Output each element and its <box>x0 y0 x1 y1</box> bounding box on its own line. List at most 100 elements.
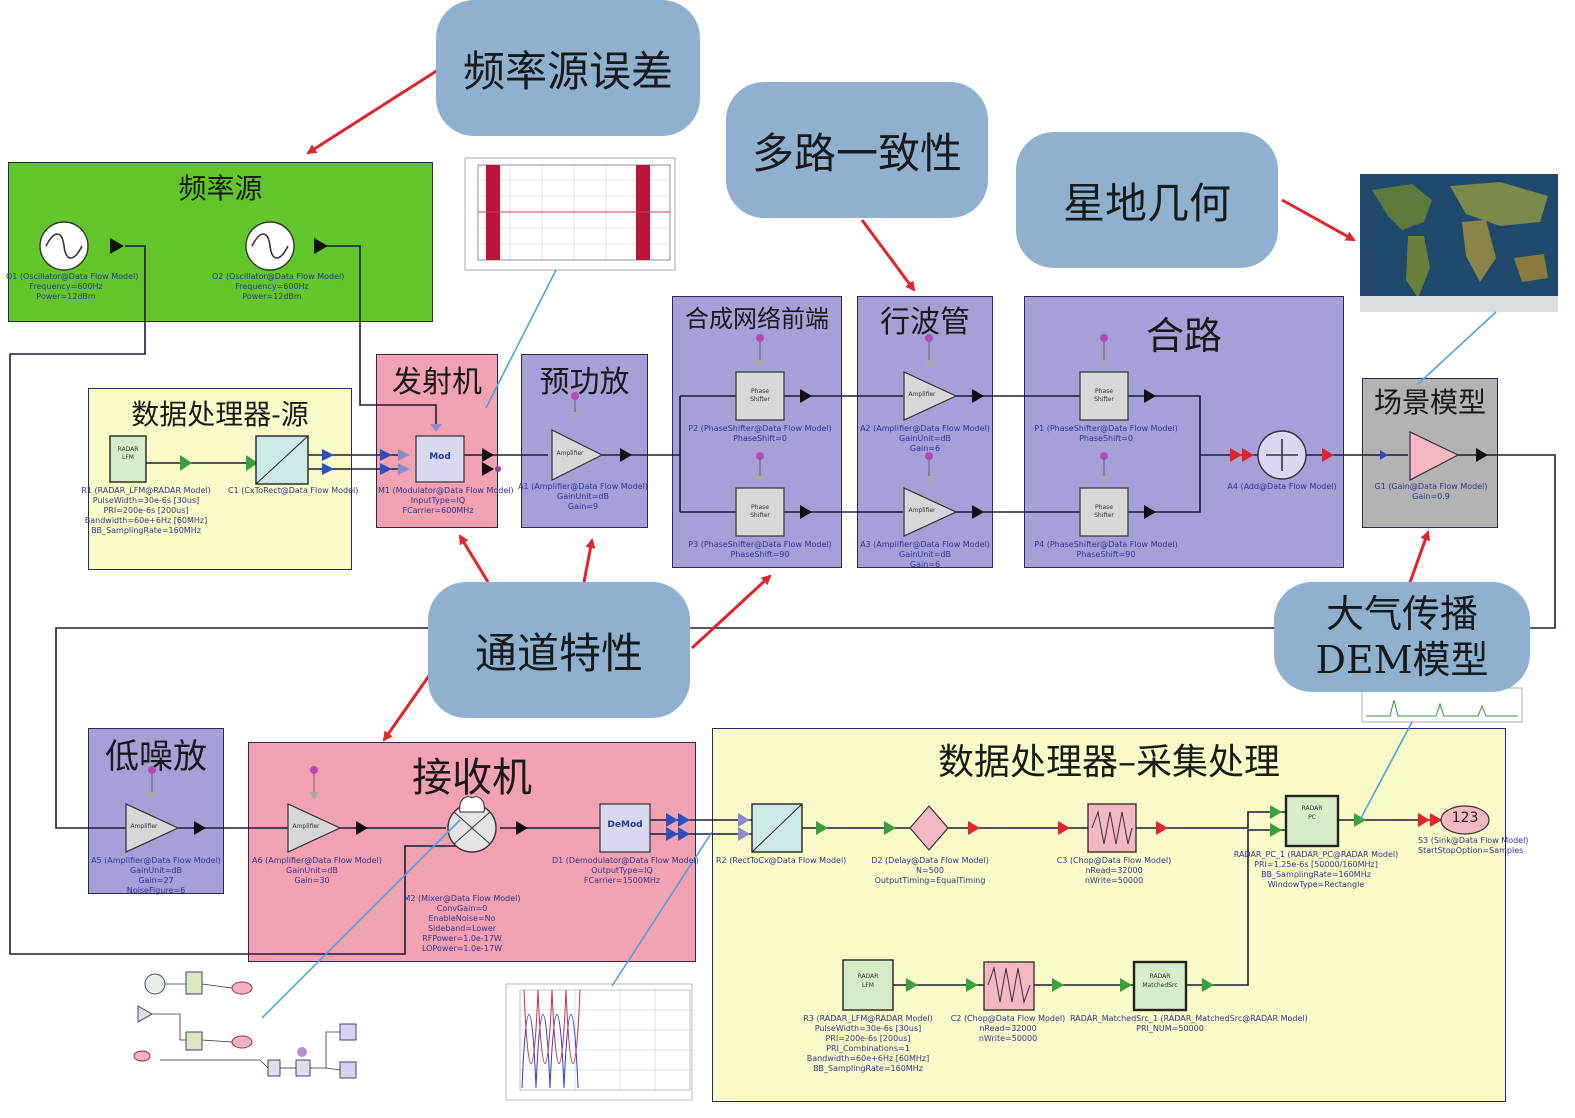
matched-src-icon[interactable] <box>1132 960 1214 1012</box>
ps-label: Phase Shifter <box>750 388 770 403</box>
param-line: PhaseShift=90 <box>730 550 790 559</box>
block-title: 发射机 <box>392 365 482 400</box>
param-line: M2 (Mixer@Data Flow Model) <box>403 894 521 903</box>
adder-icon[interactable] <box>1230 430 1334 480</box>
delay-icon[interactable] <box>884 805 980 851</box>
param-line: R1 (RADAR_LFM@RADAR Model) <box>81 486 211 495</box>
block-title: 合路 <box>1145 314 1222 358</box>
radar-lfm-icon[interactable] <box>842 959 978 1011</box>
param-line: RFPower=1.0e-17W <box>422 934 502 943</box>
amp-label: Amplifier <box>130 823 158 830</box>
param-line: Frequency=600Hz <box>29 282 103 291</box>
param-line: nWrite=50000 <box>1084 876 1144 885</box>
param-line: FCarrier=1500MHz <box>583 876 661 885</box>
param-line: N=500 <box>916 866 944 875</box>
radar-lfm-icon[interactable] <box>109 435 258 483</box>
param-line: ConvGain=0 <box>436 904 488 913</box>
amplifier-icon[interactable] <box>903 334 984 421</box>
block-title: 低噪放 <box>105 737 207 777</box>
rect-to-cx-params: R2 (RectToCx@Data Flow Model) <box>716 856 847 866</box>
cx-to-rect-icon[interactable] <box>255 435 392 485</box>
amplifier-params: A3 (Amplifier@Data Flow Model)GainUnit=d… <box>860 540 990 570</box>
param-line: Power=12dBm <box>242 292 302 301</box>
cx-to-rect-params: C1 (CxToRect@Data Flow Model) <box>228 486 359 496</box>
param-line: A1 (Amplifier@Data Flow Model) <box>518 482 648 491</box>
param-line: A5 (Amplifier@Data Flow Model) <box>91 856 221 865</box>
chop-icon[interactable] <box>1058 803 1168 853</box>
freq-error-bubble: 频率源误差 <box>436 0 700 136</box>
phase-shifter-icon[interactable] <box>1079 334 1156 421</box>
param-line: P1 (PhaseShifter@Data Flow Model) <box>1034 424 1178 433</box>
gain-params: G1 (Gain@Data Flow Model)Gain=0.9 <box>1368 482 1494 502</box>
param-line: LOPower=1.0e-17W <box>422 944 502 953</box>
param-line: RADAR_PC_1 (RADAR_PC@RADAR Model) <box>1233 850 1399 859</box>
matched-src-params: RADAR_MatchedSrc_1 (RADAR_MatchedSrc@RAD… <box>1070 1014 1308 1034</box>
param-line: BB_SamplingRate=160MHz <box>91 526 201 535</box>
param-line: GainUnit=dB <box>899 550 951 559</box>
param-line: Gain=6 <box>909 560 941 569</box>
amplifier-icon[interactable] <box>287 766 368 853</box>
param-line: A6 (Amplifier@Data Flow Model) <box>252 856 382 865</box>
schematic-thumbnail <box>133 971 357 1079</box>
phase-shifter-icon[interactable] <box>735 334 812 421</box>
param-line: D1 (Demodulator@Data Flow Model) <box>552 856 699 865</box>
radar-lfm-label: RADAR LFM <box>857 973 879 989</box>
param-line: Bandwidth=60e+6Hz [60MHz] <box>806 1054 930 1063</box>
amplifier-icon[interactable] <box>125 766 206 853</box>
param-line: FCarrier=600MHz <box>402 506 474 515</box>
modulator-icon[interactable] <box>398 424 501 483</box>
param-line: nWrite=50000 <box>978 1034 1038 1043</box>
amplifier-params: A6 (Amplifier@Data Flow Model)GainUnit=d… <box>252 856 382 886</box>
param-line: Gain=30 <box>294 876 330 885</box>
param-line: A3 (Amplifier@Data Flow Model) <box>860 540 990 549</box>
demodulator-params: D1 (Demodulator@Data Flow Model)OutputTy… <box>552 856 699 886</box>
param-line: R3 (RADAR_LFM@RADAR Model) <box>803 1014 933 1023</box>
block-title: 数据处理器-源 <box>131 398 309 431</box>
param-line: P4 (PhaseShifter@Data Flow Model) <box>1034 540 1178 549</box>
param-line: P2 (PhaseShifter@Data Flow Model) <box>688 424 832 433</box>
oscillator-icon[interactable] <box>245 221 328 271</box>
block-title: 合成网络前端 <box>685 305 829 333</box>
param-line: RADAR_MatchedSrc_1 (RADAR_MatchedSrc@RAD… <box>1070 1014 1308 1023</box>
mixer-icon[interactable] <box>447 796 528 853</box>
param-line: PRI_Combinations=1 <box>826 1044 910 1053</box>
param-line: PulseWidth=30e-6s [30us] <box>92 496 200 505</box>
atmosphere-bubble: 大气传播 DEM模型 <box>1274 582 1530 692</box>
radar-lfm-label: RADAR LFM <box>117 446 139 461</box>
modulator-params: M1 (Modulator@Data Flow Model)InputType=… <box>378 486 514 516</box>
param-line: Power=12dBm <box>36 292 96 301</box>
param-line: EnableNoise=No <box>428 914 496 923</box>
block-title: 行波管 <box>880 305 970 340</box>
sink-label: 123 <box>1451 810 1479 826</box>
param-line: GainUnit=dB <box>557 492 609 501</box>
amplifier-icon[interactable] <box>551 392 632 481</box>
atmosphere-line1: 大气传播 <box>1325 592 1478 636</box>
param-line: O1 (Oscillator@Data Flow Model) <box>6 272 139 281</box>
rect-to-cx-icon[interactable] <box>738 803 828 853</box>
param-line: R2 (RectToCx@Data Flow Model) <box>716 856 847 865</box>
phase-shifter-params: P2 (PhaseShifter@Data Flow Model)PhaseSh… <box>680 424 840 444</box>
chop-icon[interactable] <box>983 961 1132 1011</box>
ps-label: Phase Shifter <box>1094 388 1114 403</box>
phase-shifter-icon[interactable] <box>1079 452 1156 537</box>
param-line: C3 (Chop@Data Flow Model) <box>1056 856 1172 865</box>
amplifier-icon[interactable] <box>903 452 984 537</box>
param-line: StartStopOption=Samples <box>1418 846 1524 855</box>
demodulator-icon[interactable] <box>599 803 690 853</box>
gain-icon[interactable] <box>1380 431 1488 481</box>
oscillator-icon[interactable] <box>39 221 124 271</box>
radar-pc-icon[interactable] <box>1270 794 1366 848</box>
channel-bubble: 通道特性 <box>428 582 690 718</box>
lfm-params: R1 (RADAR_LFM@RADAR Model)PulseWidth=30e… <box>66 486 226 536</box>
amp-label: Amplifier <box>908 391 936 398</box>
sink-icon[interactable] <box>1418 805 1490 835</box>
param-line: PRI=200e-6s [200us] <box>825 1034 911 1043</box>
block-title: 场景模型 <box>1373 386 1486 419</box>
block-title: 数据处理器–采集处理 <box>937 742 1280 783</box>
param-line: C1 (CxToRect@Data Flow Model) <box>228 486 359 495</box>
phase-shifter-icon[interactable] <box>735 452 812 537</box>
amp-label: Amplifier <box>908 507 936 514</box>
